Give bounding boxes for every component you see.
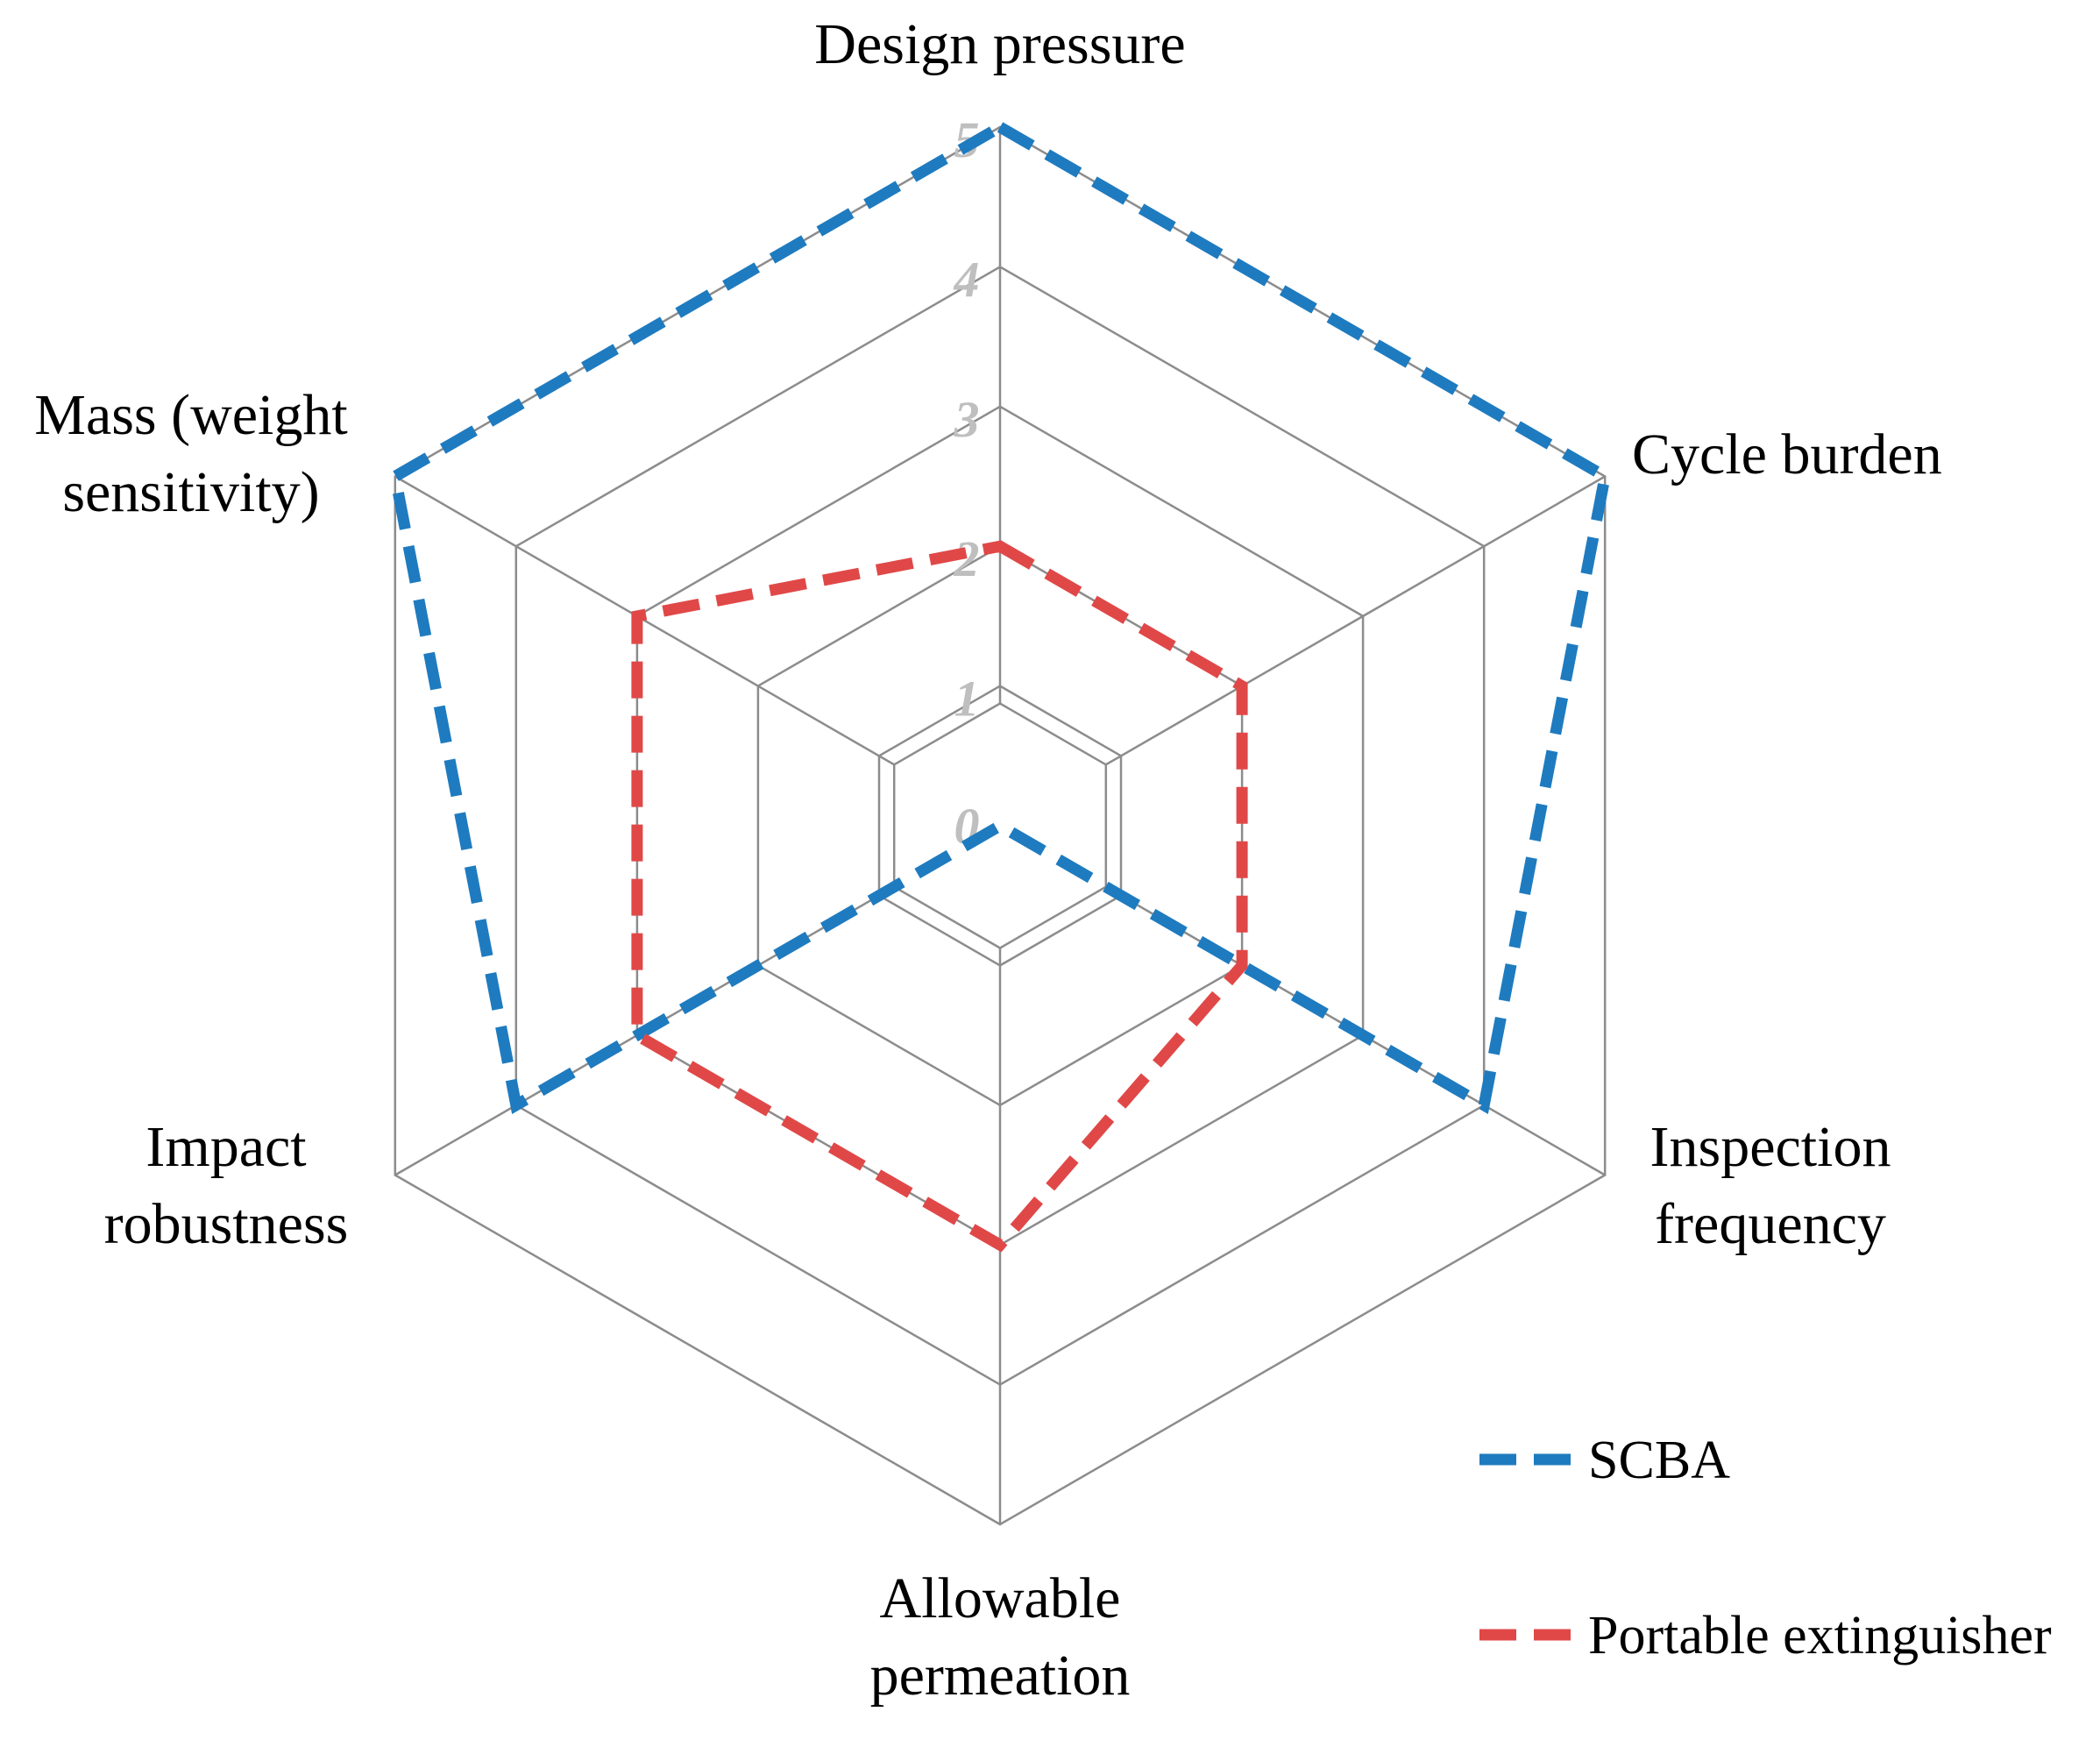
legend: SCBA Portable extinguisher bbox=[1479, 1431, 2052, 1665]
axis-label-line: Inspection bbox=[1650, 1115, 1891, 1179]
tick-label-1: 1 bbox=[954, 671, 980, 728]
axis-label-4: Impact robustness bbox=[104, 1115, 349, 1256]
axis-label-line: robustness bbox=[104, 1192, 349, 1256]
axis-label-line: Mass (weight bbox=[34, 383, 347, 447]
axis-label-line: sensitivity) bbox=[62, 460, 319, 524]
axis-spoke-1 bbox=[1106, 477, 1605, 765]
axis-spoke-5 bbox=[395, 477, 894, 765]
axis-label-line: Impact bbox=[145, 1115, 306, 1179]
legend-label-0: SCBA bbox=[1588, 1431, 1730, 1490]
axis-label-line: frequency bbox=[1655, 1192, 1886, 1256]
axis-label-3: Allowable permeation bbox=[870, 1566, 1131, 1708]
tick-label-3: 3 bbox=[954, 391, 980, 448]
series-line-portable-extinguisher bbox=[637, 546, 1242, 1245]
axis-label-line: Allowable bbox=[880, 1566, 1121, 1630]
axis-label-5: Mass (weight sensitivity) bbox=[34, 383, 347, 524]
axis-label-line: permeation bbox=[870, 1644, 1131, 1708]
axis-label-1: Cycle burden bbox=[1632, 423, 1942, 486]
axis-label-0: Design pressure bbox=[814, 12, 1185, 76]
axis-label-line: Cycle burden bbox=[1632, 423, 1942, 486]
tick-label-4: 4 bbox=[954, 251, 980, 308]
legend-label-1: Portable extinguisher bbox=[1588, 1606, 2052, 1665]
axis-label-line: Design pressure bbox=[814, 12, 1185, 76]
axis-label-2: Inspection frequency bbox=[1650, 1115, 1891, 1256]
